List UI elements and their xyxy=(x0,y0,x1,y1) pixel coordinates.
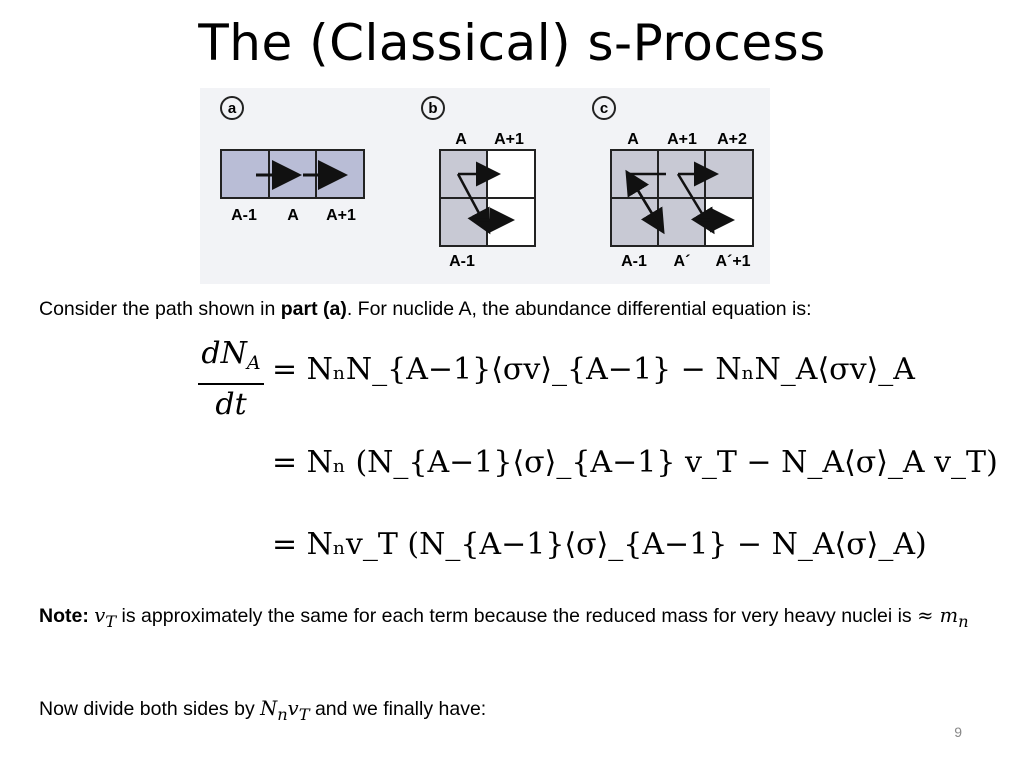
equation-line-3: = Nₙv_T (N_{A−1}⟨σ⟩_{A−1} − N_A⟨σ⟩_A) xyxy=(272,527,927,562)
intro-paragraph: Consider the path shown in part (a). For… xyxy=(39,293,979,325)
panel-c-top-a: A xyxy=(627,131,639,148)
note-paragraph: Note: vT is approximately the same for e… xyxy=(39,600,979,638)
note-symbol: vT xyxy=(94,604,117,631)
intro-text-start: Consider the path shown in xyxy=(39,298,281,320)
panel-c-top-ap1: A+1 xyxy=(667,131,697,148)
divide-text-start: Now divide both sides by xyxy=(39,698,261,720)
panel-c-top-ap2: A+2 xyxy=(717,131,747,148)
panel-b: b A A+1 A-1 xyxy=(421,96,536,270)
s-process-path-figure: a A-1 A A+1 b A A+1 A-1 xyxy=(200,88,770,284)
panel-b-top-a: A xyxy=(455,131,467,148)
equation-fraction: dNA dt xyxy=(198,336,264,423)
intro-text-end: . For nuclide A, the abundance different… xyxy=(346,298,812,320)
panel-a-label-a: A xyxy=(287,207,299,224)
panel-a-label-ap1: A+1 xyxy=(326,207,356,224)
fraction-numerator: dN xyxy=(201,336,247,371)
divide-text-end: and we finally have: xyxy=(309,698,487,720)
page-number: 9 xyxy=(954,724,962,740)
intro-text-bold: part (a) xyxy=(280,298,347,320)
panel-b-bottom-am1: A-1 xyxy=(449,253,475,270)
panel-a: a A-1 A A+1 xyxy=(220,96,365,224)
panel-c-bottom-aprimep1: A´+1 xyxy=(715,253,750,270)
panel-c-bottom-aprime: A´ xyxy=(674,253,691,270)
equation-line-1: = NₙN_{A−1}⟨σv⟩_{A−1} − NₙN_A⟨σv⟩_A xyxy=(272,352,915,387)
note-text: is approximately the same for each term … xyxy=(116,605,918,627)
slide-title: The (Classical) s-Process xyxy=(198,14,826,72)
panel-c: c A A+1 A+2 A-1 A´ A´+1 xyxy=(592,96,754,270)
panel-b-label: b xyxy=(428,100,437,117)
panel-b-top-ap1: A+1 xyxy=(494,131,524,148)
divide-symbol: NnvT xyxy=(260,697,310,724)
fraction-bar xyxy=(198,383,264,385)
panel-c-label: c xyxy=(600,100,608,117)
divide-paragraph: Now divide both sides by NnvT and we fin… xyxy=(39,693,979,731)
panel-a-label: a xyxy=(228,100,237,117)
fraction-numerator-sub: A xyxy=(246,352,261,374)
panel-a-label-am1: A-1 xyxy=(231,207,257,224)
note-label: Note: xyxy=(39,605,89,627)
panel-c-bottom-am1: A-1 xyxy=(621,253,647,270)
panel-a-label-circle xyxy=(220,96,244,120)
note-approx: ≈ mn xyxy=(917,604,969,631)
equation-line-2: = Nₙ (N_{A−1}⟨σ⟩_{A−1} v_T − N_A⟨σ⟩_A v_… xyxy=(272,445,998,480)
fraction-denominator: dt xyxy=(215,387,247,422)
